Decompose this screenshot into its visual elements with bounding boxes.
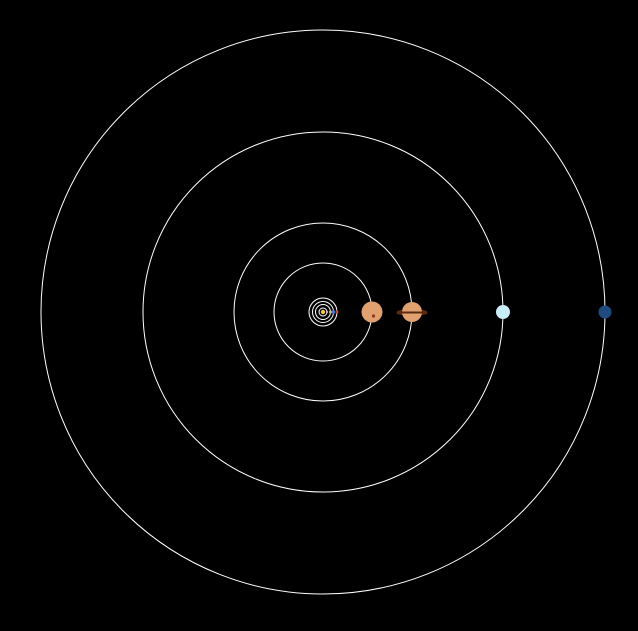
saturn-ring-edge-left — [396, 310, 401, 315]
saturn-planet-icon — [396, 302, 428, 322]
venus-planet-icon — [329, 310, 332, 314]
jupiter-great-red-spot — [371, 314, 376, 318]
venus-body — [329, 310, 332, 314]
mars-body — [335, 310, 339, 314]
neptune-planet-icon — [598, 305, 612, 319]
jupiter-body — [361, 301, 383, 323]
neptune-body — [598, 305, 612, 319]
earth-body — [331, 310, 336, 314]
jupiter-planet-icon — [361, 301, 383, 323]
mercury-body — [325, 310, 329, 314]
mars-planet-icon — [335, 310, 339, 314]
uranus-body — [496, 305, 510, 319]
saturn-ring-edge-right — [423, 310, 428, 315]
sun-icon — [320, 309, 326, 315]
uranus-planet-icon — [496, 305, 510, 319]
celestial-bodies-group — [320, 301, 612, 323]
earth-planet-icon — [331, 310, 336, 314]
mercury-planet-icon — [325, 310, 329, 314]
